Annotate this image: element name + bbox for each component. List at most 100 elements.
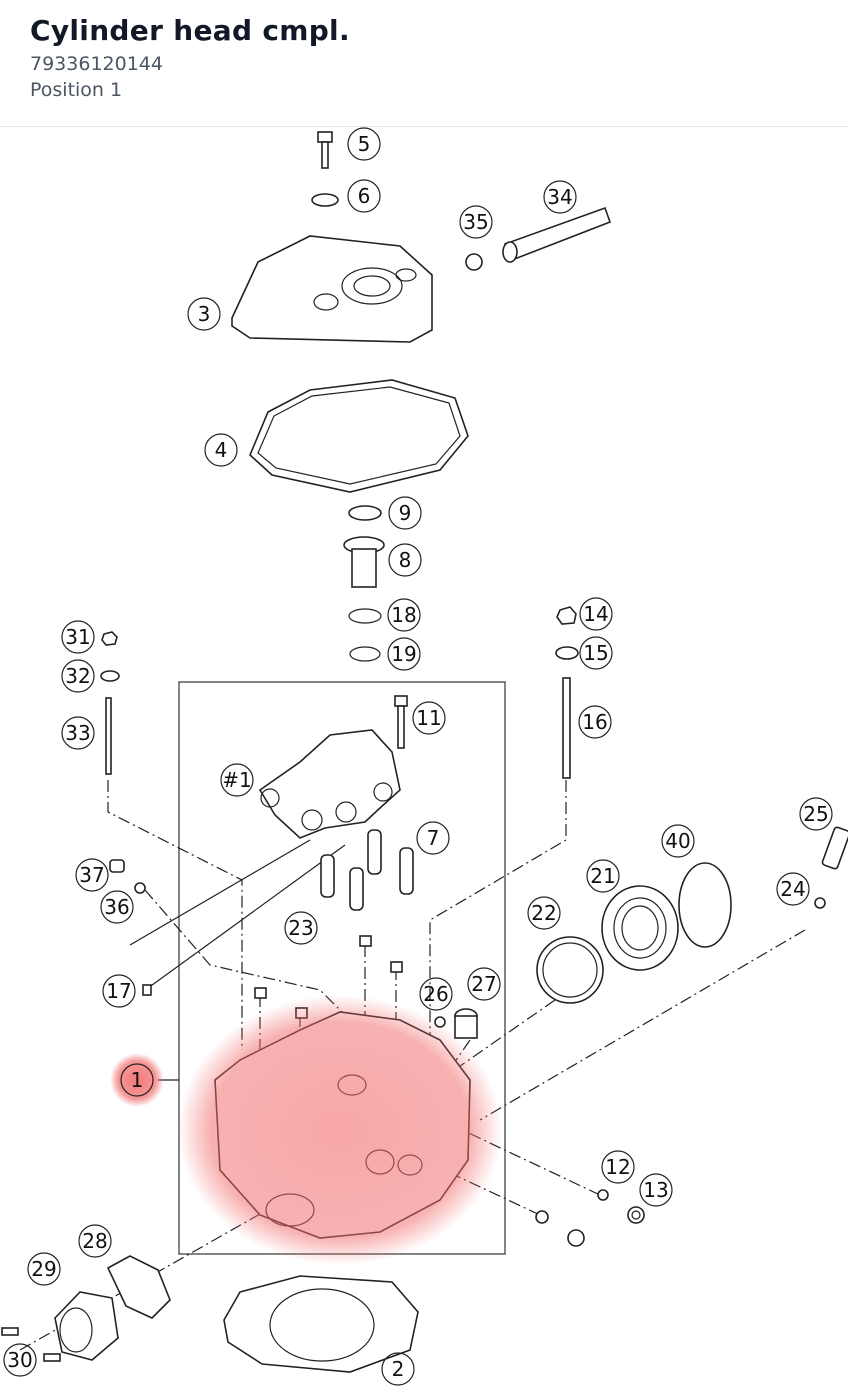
callout-22[interactable]: 22	[527, 896, 561, 930]
callout-18[interactable]: 18	[387, 598, 421, 632]
svg-text:#1: #1	[222, 768, 251, 792]
svg-text:6: 6	[358, 184, 371, 208]
callout-33[interactable]: 33	[61, 716, 95, 750]
callout-26[interactable]: 26	[419, 977, 453, 1011]
svg-text:31: 31	[65, 625, 90, 649]
svg-text:18: 18	[391, 603, 416, 627]
callout-8[interactable]: 8	[388, 543, 422, 577]
sensor-37-icon	[109, 859, 125, 873]
svg-text:33: 33	[65, 721, 90, 745]
hose-clamp-22-icon	[536, 936, 604, 1004]
svg-text:11: 11	[416, 706, 441, 730]
svg-text:3: 3	[198, 302, 211, 326]
svg-text:19: 19	[391, 642, 416, 666]
callout-7[interactable]: 7	[416, 821, 450, 855]
svg-text:27: 27	[471, 972, 496, 996]
plug-tube-8-icon	[343, 536, 385, 588]
page-title: Cylinder head cmpl.	[30, 14, 350, 47]
gasket-4-icon	[249, 379, 469, 493]
svg-text:4: 4	[215, 438, 228, 462]
callout-36[interactable]: 36	[100, 890, 134, 924]
bolt-30-icon	[1, 1327, 19, 1336]
svg-text:7: 7	[427, 826, 440, 850]
svg-text:21: 21	[590, 864, 615, 888]
svg-text:8: 8	[399, 548, 412, 572]
svg-text:24: 24	[780, 877, 805, 901]
head-gasket-2-icon	[223, 1275, 419, 1373]
callout-24[interactable]: 24	[776, 872, 810, 906]
svg-text:17: 17	[106, 979, 131, 1003]
callout-31[interactable]: 31	[61, 620, 95, 654]
callout-11[interactable]: 11	[412, 701, 446, 735]
header: Cylinder head cmpl. 79336120144 Position…	[0, 0, 848, 127]
svg-text:9: 9	[399, 501, 412, 525]
bolt-5-icon	[317, 131, 333, 169]
callout-28[interactable]: 28	[78, 1224, 112, 1258]
callout-12[interactable]: 12	[601, 1150, 635, 1184]
callout-6[interactable]: 6	[347, 179, 381, 213]
stud-16-icon	[562, 677, 571, 779]
callout-35[interactable]: 35	[459, 205, 493, 239]
callout-27[interactable]: 27	[467, 967, 501, 1001]
svg-text:23: 23	[288, 916, 313, 940]
callout-1[interactable]: 1	[120, 1063, 154, 1097]
seal-36-icon	[134, 882, 146, 894]
svg-text:16: 16	[582, 710, 607, 734]
svg-text:12: 12	[605, 1155, 630, 1179]
callout-34[interactable]: 34	[543, 180, 577, 214]
callout-37[interactable]: 37	[75, 858, 109, 892]
callout-3[interactable]: 3	[187, 297, 221, 331]
svg-text:14: 14	[583, 602, 608, 626]
callout-5[interactable]: 5	[347, 127, 381, 161]
callout-9[interactable]: 9	[388, 496, 422, 530]
nut-31-icon	[101, 631, 118, 646]
callout-2[interactable]: 2	[381, 1352, 415, 1386]
svg-text:37: 37	[79, 863, 104, 887]
washer-15-icon	[555, 646, 579, 660]
callout-16[interactable]: 16	[578, 705, 612, 739]
o-ring-19-icon	[349, 646, 381, 662]
svg-text:35: 35	[463, 210, 488, 234]
callout-14[interactable]: 14	[579, 597, 613, 631]
bolt-11-icon	[394, 695, 408, 749]
callout-assembly-1[interactable]: #1	[220, 763, 254, 797]
callout-32[interactable]: 32	[61, 659, 95, 693]
selected-part-highlight	[178, 995, 502, 1265]
svg-text:26: 26	[423, 982, 448, 1006]
svg-text:25: 25	[803, 802, 828, 826]
svg-text:36: 36	[104, 895, 129, 919]
breather-hose-34-icon	[502, 206, 612, 263]
svg-text:5: 5	[358, 132, 371, 156]
svg-text:28: 28	[82, 1229, 107, 1253]
callout-29[interactable]: 29	[27, 1252, 61, 1286]
callout-4[interactable]: 4	[204, 433, 238, 467]
svg-text:29: 29	[31, 1257, 56, 1281]
washer-32-icon	[100, 670, 120, 682]
callout-13[interactable]: 13	[639, 1173, 673, 1207]
callout-40[interactable]: 40	[661, 824, 695, 858]
selected-callout-highlight	[110, 1053, 164, 1107]
callout-21[interactable]: 21	[586, 859, 620, 893]
position-label: Position 1	[30, 79, 123, 101]
plug-icon	[567, 1229, 585, 1247]
hose-clamp-35-icon	[465, 253, 483, 271]
valve-guides-7-icon	[320, 829, 414, 911]
callout-23[interactable]: 23	[284, 911, 318, 945]
gasket-28-icon	[106, 1255, 171, 1319]
callout-15[interactable]: 15	[579, 636, 613, 670]
seal-12-icon	[597, 1189, 609, 1201]
part-number: 79336120144	[30, 53, 163, 75]
callout-30[interactable]: 30	[3, 1343, 37, 1377]
valve-cover-3-icon	[231, 235, 433, 343]
callout-25[interactable]: 25	[799, 797, 833, 831]
callout-17[interactable]: 17	[102, 974, 136, 1008]
svg-text:22: 22	[531, 901, 556, 925]
svg-text:40: 40	[665, 829, 690, 853]
svg-text:32: 32	[65, 664, 90, 688]
stud-33-icon	[105, 697, 112, 775]
seal-icon	[535, 1210, 549, 1224]
callout-19[interactable]: 19	[387, 637, 421, 671]
svg-text:15: 15	[583, 641, 608, 665]
camshaft-bridge-icon	[258, 729, 401, 839]
